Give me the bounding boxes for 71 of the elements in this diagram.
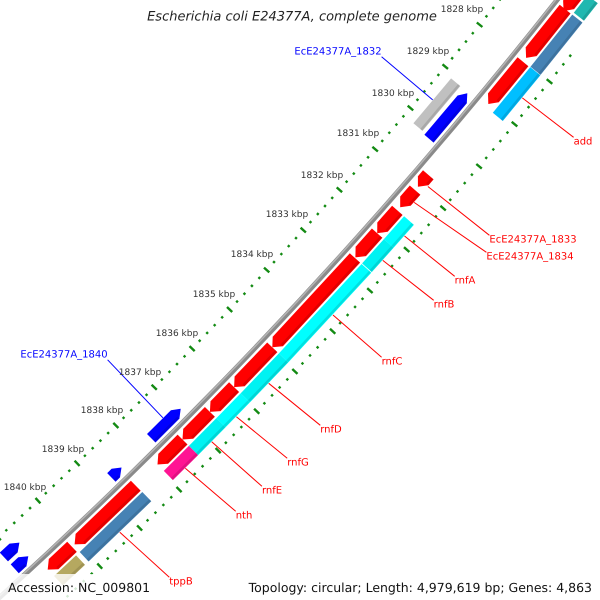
gene-feature (272, 253, 360, 348)
gene-block (492, 67, 540, 121)
gene-feature (418, 170, 434, 187)
gene-feature (563, 0, 582, 12)
gene-feature (210, 382, 240, 412)
gene-label: EcE24377A_1833 (489, 234, 577, 246)
gene-block (188, 418, 226, 456)
leader-line (522, 97, 574, 138)
leader-line (184, 468, 236, 512)
gene-block (362, 239, 394, 272)
gene-feature (48, 542, 77, 570)
gene-label: EcE24377A_1840 (20, 349, 108, 361)
gene-feature (355, 228, 382, 258)
scale-label: 1832 kbp (300, 170, 344, 182)
scale-label: 1837 kbp (118, 368, 162, 378)
scale-label: 1836 kbp (156, 328, 198, 340)
gene-feature (74, 480, 141, 544)
gene-feature (424, 93, 468, 143)
scale-label: 1834 kbp (230, 250, 274, 260)
gene-feature (182, 407, 215, 440)
gene-block (384, 216, 414, 248)
scale-label: 1839 kbp (42, 444, 84, 456)
gene-label: rnfD (320, 424, 342, 436)
leader-line (427, 186, 490, 236)
scale-label: 1828 kbp (440, 4, 484, 16)
leader-line (119, 532, 170, 578)
gene-feature (234, 342, 278, 388)
scale-label: 1838 kbp (80, 406, 124, 416)
scale-label: 1830 kbp (372, 88, 414, 100)
gene-feature (147, 408, 181, 442)
gene-block (240, 354, 288, 402)
gene-block (278, 264, 372, 362)
gene-feature (488, 57, 528, 104)
gene-label: nth (236, 510, 252, 522)
leader-line (382, 260, 434, 301)
scale-label: 1833 kbp (266, 210, 308, 220)
gene-label: rnfB (434, 299, 454, 311)
leader-line (381, 56, 434, 100)
leader-line (404, 236, 456, 277)
scale-label: 1831 kbp (336, 128, 380, 140)
leader-line (236, 416, 288, 459)
gene-feature (377, 206, 403, 234)
gene-label: EcE24377A_1832 (294, 46, 382, 58)
gene-feature (107, 468, 122, 482)
gene-block (216, 393, 250, 428)
gene-block (164, 446, 198, 480)
gene-feature (158, 434, 188, 464)
gene-label: rnfE (262, 485, 282, 497)
gene-block (413, 78, 460, 131)
gene-block (80, 492, 152, 562)
gene-block (574, 0, 598, 21)
gene-feature (10, 556, 28, 574)
gene-label: tppB (169, 576, 193, 588)
leader-line (211, 441, 262, 487)
scale-label: 1829 kbp (406, 46, 450, 58)
leader-line (414, 202, 487, 253)
gene-label: rnfG (287, 457, 309, 469)
gene-label: add (574, 136, 592, 148)
gene-label: rnfC (382, 356, 402, 368)
diagram-title: Escherichia coli E24377A, complete genome (147, 10, 437, 26)
gene-feature (0, 542, 20, 562)
leader-line (268, 382, 321, 426)
gene-feature (526, 4, 571, 58)
gene-label: EcE24377A_1834 (486, 251, 574, 263)
gene-label: rnfA (454, 275, 476, 287)
leader-line (107, 359, 164, 418)
scale-label: 1840 kbp (4, 482, 46, 494)
leader-line (332, 314, 382, 358)
gene-block (530, 14, 582, 75)
scale-label: 1835 kbp (192, 290, 236, 300)
gene-feature (400, 186, 420, 208)
